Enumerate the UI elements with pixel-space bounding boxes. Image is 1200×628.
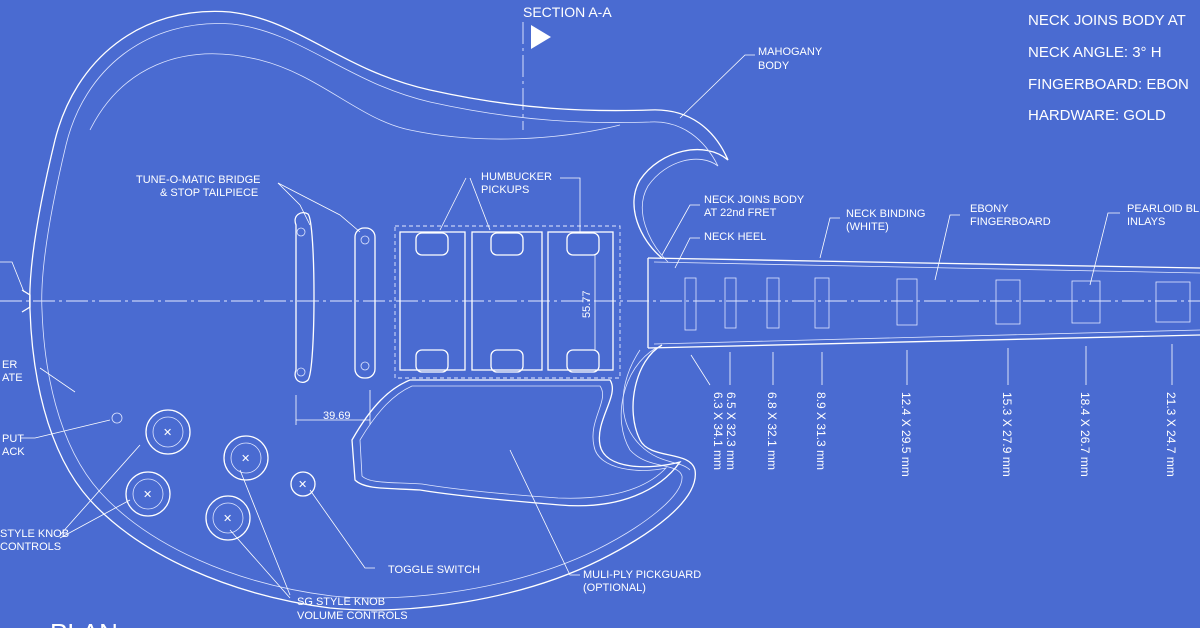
svg-text:✕: ✕ (241, 453, 250, 465)
pickup-middle (471, 231, 543, 371)
spec-fingerboard: FINGERBOARD: EBON (1028, 76, 1189, 93)
dimension-pickup-spacing: 55.77 (581, 290, 593, 318)
inlay-6 (995, 279, 1021, 325)
tone-knob-lower (125, 471, 171, 517)
callout-tone-knob-2: CONTROLS (0, 541, 61, 553)
inlay-dim-3: 6.8 X 32.1 mm (765, 392, 779, 470)
pickup-rear (399, 231, 466, 371)
callout-leaders (0, 54, 1120, 599)
callout-neck-binding-1: NECK BINDING (846, 208, 925, 220)
inlay-dim-7: 18.4 X 26.7 mm (1078, 392, 1092, 477)
inlay-dimension-labels: 6.3 X 34.1 mm 6.5 X 32.3 mm 6.8 X 32.1 m… (711, 392, 1178, 477)
body-binding (41, 23, 719, 599)
inlay-dim-5: 12.4 X 29.5 mm (899, 392, 913, 477)
callout-pearloid-1: PEARLOID BL (1127, 203, 1199, 215)
pickup-neck (547, 231, 614, 371)
callout-toggle-switch: TOGGLE SWITCH (388, 564, 480, 576)
callout-neck-heel: NECK HEEL (704, 231, 766, 243)
tone-knob-upper (145, 409, 191, 455)
inlay-dim-4: 8.9 X 31.3 mm (814, 392, 828, 470)
view-title: PLAN (50, 618, 118, 628)
svg-text:✕: ✕ (298, 479, 307, 491)
svg-text:✕: ✕ (163, 427, 172, 439)
pickup-rear-bottom-screw (415, 349, 449, 373)
callout-mahogany-body-2: BODY (758, 60, 790, 72)
callout-ebony-2: FINGERBOARD (970, 216, 1051, 228)
pickup-middle-top-screw (490, 232, 524, 256)
neck-binding-bottom (653, 329, 1200, 345)
callout-strap-plate-2: ATE (2, 372, 23, 384)
callout-output-jack-1: PUT (2, 433, 24, 445)
toggle-switch (290, 471, 316, 497)
inlay-3 (766, 277, 780, 329)
svg-text:✕: ✕ (143, 489, 152, 501)
inlay-group (684, 277, 1191, 331)
callout-pickguard-1: MULI-PLY PICKGUARD (583, 569, 701, 581)
pickup-rear-top-screw (415, 232, 449, 256)
pickup-middle-bottom-screw (490, 349, 524, 373)
inlay-dim-6: 15.3 X 27.9 mm (1000, 392, 1014, 477)
spec-hardware: HARDWARE: GOLD (1028, 107, 1166, 124)
output-jack (111, 412, 123, 424)
dimension-bridge-tailpiece: 39.69 (323, 410, 351, 422)
callout-humbucker-2: PICKUPS (481, 184, 529, 196)
callout-pickguard-2: (OPTIONAL) (583, 582, 646, 594)
stop-tailpiece (294, 211, 315, 384)
humbucker-pickups (394, 225, 621, 379)
body-outline (29, 10, 729, 611)
callout-output-jack-2: ACK (2, 446, 25, 458)
callout-volume-knob-1: SG STYLE KNOB (297, 596, 385, 608)
inlay-dim-1: 6.3 X 34.1 mm (711, 392, 725, 470)
inlay-7 (1071, 280, 1101, 324)
bridge-tailpiece (294, 211, 376, 425)
spec-neck-angle: NECK ANGLE: 3° H (1028, 44, 1162, 61)
inlay-8 (1155, 281, 1191, 323)
inlay-1 (684, 277, 697, 331)
spec-neck-joins: NECK JOINS BODY AT (1028, 12, 1186, 29)
callout-volume-knob-2: VOLUME CONTROLS (297, 610, 408, 622)
callout-humbucker-1: HUMBUCKER (481, 171, 552, 183)
volume-knob-lower (205, 495, 251, 541)
inlay-5 (896, 278, 918, 326)
strap-button (21, 289, 31, 313)
pickup-neck-bottom-screw (566, 349, 600, 373)
inlay-4 (814, 277, 830, 329)
callout-neck-binding-2: (WHITE) (846, 221, 889, 233)
upper-horn-carve (89, 53, 621, 140)
pickup-neck-top-screw (566, 232, 600, 256)
callout-mahogany-body-1: MAHOGANY (758, 46, 823, 58)
volume-knob-upper (223, 435, 269, 481)
neck-binding-top (653, 261, 1200, 274)
callout-tone-knob-1: STYLE KNOB (0, 528, 69, 540)
neck-top-edge (647, 257, 1200, 269)
pickguard (351, 379, 682, 507)
section-label: SECTION A-A (523, 4, 612, 20)
callout-bridge-2: & STOP TAILPIECE (160, 187, 258, 199)
tune-o-matic-bridge (354, 227, 376, 379)
section-arrow-icon (531, 25, 551, 49)
callout-pearloid-2: INLAYS (1127, 216, 1165, 228)
callout-bridge-1: TUNE-O-MATIC BRIDGE (136, 174, 260, 186)
inlay-leaders (690, 344, 1173, 386)
inlay-2 (724, 277, 737, 329)
callout-neck-joins-1: NECK JOINS BODY (704, 194, 805, 206)
callout-ebony-1: EBONY (970, 203, 1009, 215)
knob-group: ✕ ✕ ✕ ✕ ✕ (111, 409, 316, 541)
inlay-dim-2: 6.5 X 32.3 mm (724, 392, 738, 470)
callout-neck-joins-2: AT 22nd FRET (704, 207, 777, 219)
callout-strap-plate-1: ER (2, 359, 17, 371)
neck-bottom-edge (647, 334, 1200, 349)
svg-text:✕: ✕ (223, 513, 232, 525)
inlay-dim-8: 21.3 X 24.7 mm (1164, 392, 1178, 477)
